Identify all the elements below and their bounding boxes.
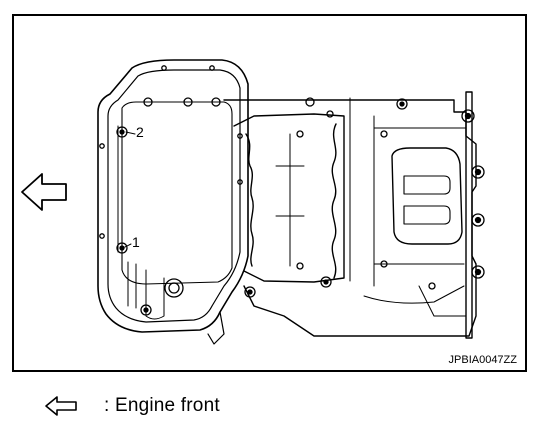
callout-2: 2 bbox=[136, 124, 144, 140]
figure-frame: 2 1 JPBIA0047ZZ bbox=[12, 14, 527, 372]
oil-pan-gasket bbox=[97, 59, 249, 345]
engine-front-arrow-icon bbox=[21, 173, 67, 211]
legend-text: : Engine front bbox=[104, 395, 220, 416]
cylinder-block bbox=[223, 91, 477, 339]
bolts bbox=[99, 65, 485, 316]
callout-1: 1 bbox=[132, 234, 140, 250]
figure-id: JPBIA0047ZZ bbox=[448, 354, 517, 366]
hollow-left-arrow-icon bbox=[45, 396, 77, 416]
legend: : Engine front bbox=[44, 392, 220, 420]
oil-pan-diagram: 2 1 bbox=[21, 59, 485, 345]
